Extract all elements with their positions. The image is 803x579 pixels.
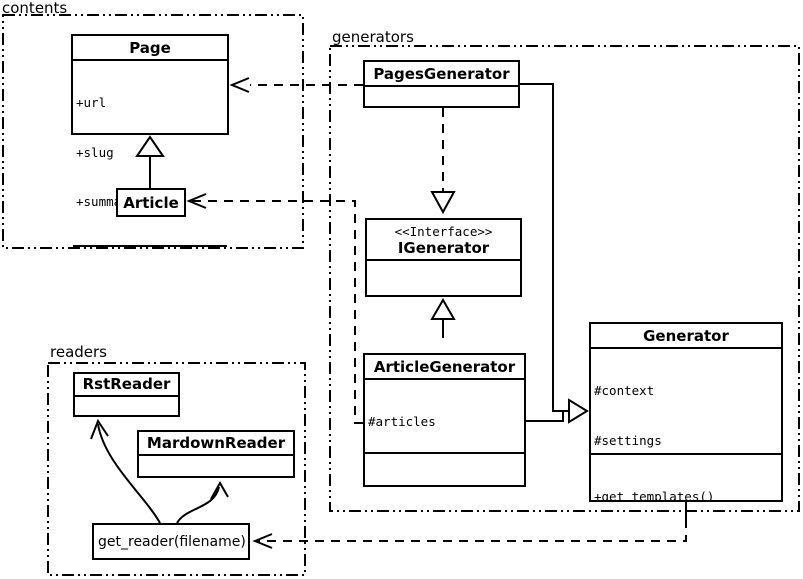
attribute: +slug [76,144,114,160]
package-border-generators [329,45,800,512]
class-generator-attributes: #context #settings #path #theme #output_… [591,347,781,453]
class-igenerator-methods: +generate_context() +generate_output() [367,259,520,295]
attribute: +url [76,95,107,110]
class-igenerator-stereotype: <<Interface>> [394,224,493,239]
class-igenerator-name: IGenerator [397,239,490,257]
package-label-readers: readers [50,343,107,361]
class-articlegenerator-methods: +generate_feeds() +generate_pages() [365,452,524,485]
class-article-name: Article [123,193,179,212]
class-articlegenerator-name: ArticleGenerator [373,358,516,376]
package-border-contents [2,14,304,249]
package-label-generators: generators [332,28,414,46]
class-articlegenerator: ArticleGenerator #articles #dates #tags … [363,353,526,487]
class-mardownreader-methods: +read() [139,454,293,476]
package-border-readers [47,362,306,576]
dependency-arrow-generator-to-getreader [252,502,687,549]
inheritance-arrow-article-to-page [135,135,165,188]
class-pagesgenerator: PagesGenerator #pages [363,60,520,108]
class-articlegenerator-attributes: #articles #dates #tags #categories [365,378,524,452]
class-rstreader-name: RstReader [82,375,171,393]
dependency-arrow-articlegenerator-to-article [186,193,363,424]
class-rstreader-methods: +read() [75,395,178,415]
class-page-methods: +check_properties() [73,244,227,249]
call-arrow-getreader-to-rstreader [90,418,161,524]
call-arrow-getreader-to-mardownreader [176,480,229,524]
package-label-contents: contents [2,0,68,17]
class-article: Article [116,188,186,217]
dependency-arrow-pagesgenerator-to-page [229,77,363,93]
attribute: #articles [368,414,436,429]
class-rstreader: RstReader +read() [73,372,180,417]
function-get-reader-label: get_reader(filename) [98,533,246,550]
class-generator: Generator #context #settings #path #them… [589,322,783,502]
class-igenerator: <<Interface>> IGenerator +generate_conte… [365,218,522,297]
class-generator-name: Generator [643,327,729,345]
function-get-reader: get_reader(filename) [92,523,250,560]
class-pagesgenerator-attributes: #pages [365,85,518,106]
class-generator-methods: +get_templates() +get_files(path,exclude… [591,453,781,500]
class-mardownreader-name: MardownReader [146,434,286,452]
class-pagesgenerator-name: PagesGenerator [373,65,510,83]
method: +get_templates() [594,489,715,500]
class-page: Page +url +slug +summary +check_properti… [71,34,229,247]
inheritance-arrow-articlegenerator-to-igenerator [430,298,456,338]
class-mardownreader: MardownReader +read() [137,430,295,478]
realization-arrow-pagesgenerator-to-igenerator [430,108,456,215]
inheritance-arrow-generators-to-generator [520,83,589,424]
attribute: #context [594,383,655,398]
attribute: #settings [594,432,662,448]
class-page-name: Page [129,39,171,57]
